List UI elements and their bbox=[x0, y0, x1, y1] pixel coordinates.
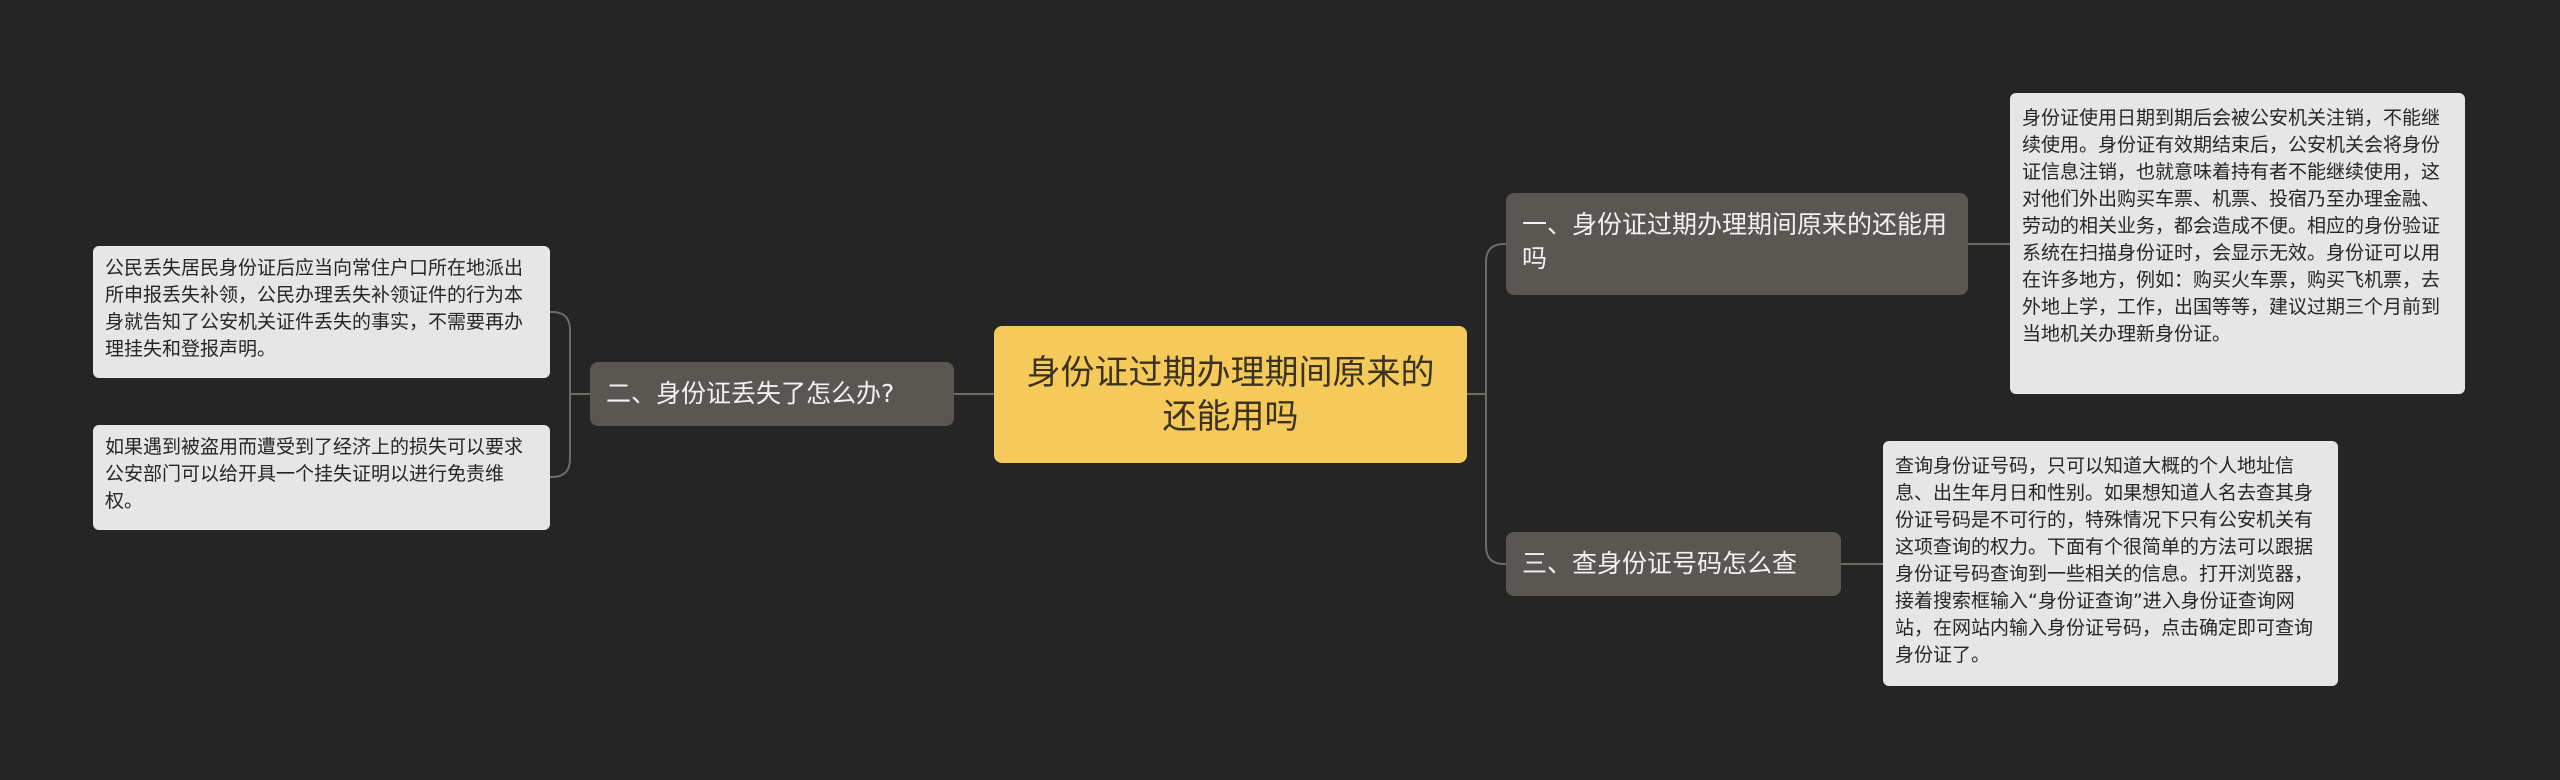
branch-topic-3[interactable]: 三、查身份证号码怎么查 bbox=[1506, 532, 1841, 596]
branch-topic-3-label: 三、查身份证号码怎么查 bbox=[1522, 549, 1798, 578]
detail-note-3[interactable]: 查询身份证号码，只可以知道大概的个人地址信息、出生年月日和性别。如果想知道人名去… bbox=[1883, 441, 2338, 686]
branch-topic-1-label: 一、身份证过期办理期间原来的还能用吗 bbox=[1522, 210, 1948, 273]
detail-note-2a-text: 公民丢失居民身份证后应当向常住户口所在地派出所申报丢失补领，公民办理丢失补领证件… bbox=[105, 257, 524, 360]
branch-topic-2[interactable]: 二、身份证丢失了怎么办? bbox=[590, 362, 954, 426]
connector-branch2-leaf3 bbox=[550, 311, 571, 394]
detail-note-2b[interactable]: 如果遇到被盗用而遭受到了经济上的损失可以要求公安部门可以给开具一个挂失证明以进行… bbox=[93, 425, 550, 530]
branch-topic-1[interactable]: 一、身份证过期办理期间原来的还能用吗 bbox=[1506, 193, 1968, 295]
detail-note-2b-text: 如果遇到被盗用而遭受到了经济上的损失可以要求公安部门可以给开具一个挂失证明以进行… bbox=[105, 436, 524, 512]
detail-note-2a[interactable]: 公民丢失居民身份证后应当向常住户口所在地派出所申报丢失补领，公民办理丢失补领证件… bbox=[93, 246, 550, 378]
root-topic[interactable]: 身份证过期办理期间原来的还能用吗 bbox=[994, 326, 1467, 463]
detail-note-1-text: 身份证使用日期到期后会被公安机关注销，不能继续使用。身份证有效期结束后，公安机关… bbox=[2022, 107, 2441, 345]
detail-note-1[interactable]: 身份证使用日期到期后会被公安机关注销，不能继续使用。身份证有效期结束后，公安机关… bbox=[2010, 93, 2465, 394]
connector-root-branch1 bbox=[1485, 243, 1506, 394]
detail-note-3-text: 查询身份证号码，只可以知道大概的个人地址信息、出生年月日和性别。如果想知道人名去… bbox=[1895, 455, 2314, 666]
connector-branch2-leaf4 bbox=[550, 394, 571, 478]
root-topic-label: 身份证过期办理期间原来的还能用吗 bbox=[1026, 352, 1435, 437]
connector-root-branch3 bbox=[1485, 394, 1506, 565]
branch-topic-2-label: 二、身份证丢失了怎么办? bbox=[606, 379, 895, 408]
